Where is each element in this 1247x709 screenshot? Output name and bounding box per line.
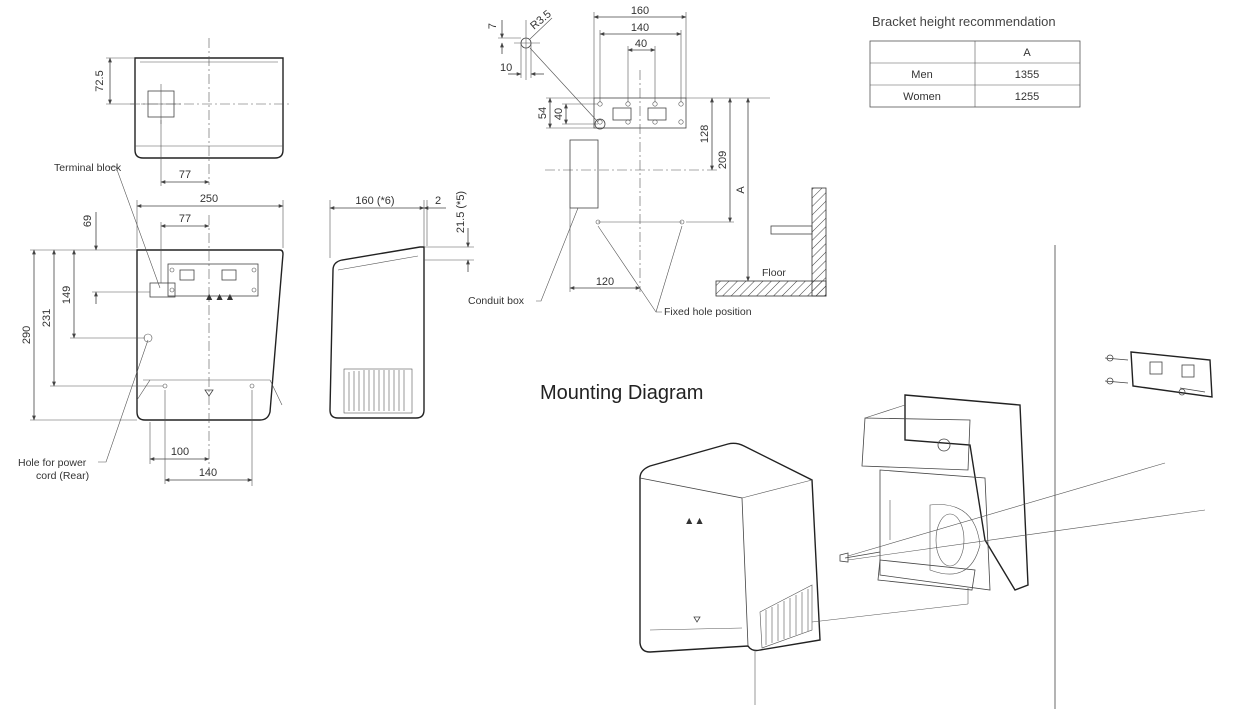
label-terminal-block: Terminal block	[54, 162, 122, 174]
unit-chassis	[861, 394, 1029, 591]
dim-side-160: 160 (*6)	[355, 195, 394, 207]
dim-bracket-140: 140	[631, 22, 649, 34]
label-conduit-box: Conduit box	[468, 295, 525, 307]
table-header-a: A	[1023, 47, 1031, 59]
dim-top-77: 77	[179, 169, 191, 181]
label-floor: Floor	[762, 267, 786, 279]
dim-bracket-40: 40	[635, 38, 647, 50]
front-view: ▲▲▲ 250 77 69 149 231 290 1	[18, 162, 284, 486]
dim-front-290: 290	[21, 326, 33, 344]
dim-side-2: 2	[435, 195, 441, 207]
bracket-view: Conduit box Fixed hole position 160 140 …	[468, 5, 827, 318]
label-hole-power-1: Hole for power	[18, 457, 87, 469]
table-row-men-value: 1355	[1015, 69, 1039, 81]
dim-front-77: 77	[179, 213, 191, 225]
dim-top-72-5: 72.5	[94, 70, 106, 91]
label-hole-power-2: cord (Rear)	[36, 470, 89, 482]
table-row-women-value: 1255	[1015, 91, 1039, 103]
dim-front-140: 140	[199, 467, 217, 479]
svg-text:▲▲: ▲▲	[684, 515, 705, 527]
label-fixed-hole: Fixed hole position	[664, 306, 752, 318]
dim-bracket-54: 54	[537, 107, 549, 119]
bracket-height-table: Bracket height recommendation A Men 1355…	[869, 14, 1081, 108]
dim-front-231: 231	[41, 309, 53, 327]
exploded-bracket	[1104, 351, 1213, 398]
unit-front-cover: ▲▲	[639, 442, 821, 653]
table-row-women-label: Women	[903, 91, 941, 103]
side-view: 160 (*6) 2 21.5 (*5)	[329, 191, 474, 419]
dim-front-100: 100	[171, 446, 189, 458]
dim-bracket-40v: 40	[553, 108, 565, 120]
svg-text:▲▲▲: ▲▲▲	[204, 291, 235, 303]
mounting-illustration: ▲▲	[639, 245, 1213, 709]
mounting-diagram-title: Mounting Diagram	[540, 382, 703, 404]
dim-bracket-128: 128	[699, 125, 711, 143]
dim-bracket-10: 10	[500, 62, 512, 74]
table-caption: Bracket height recommendation	[872, 14, 1056, 29]
top-view: 72.5 77	[94, 38, 290, 186]
dim-bracket-120: 120	[596, 276, 614, 288]
table-row-men-label: Men	[911, 69, 932, 81]
dim-front-149: 149	[61, 286, 73, 304]
dim-bracket-209: 209	[717, 151, 729, 169]
dim-bracket-160: 160	[631, 5, 649, 17]
dim-front-250: 250	[200, 193, 218, 205]
dim-front-69: 69	[82, 215, 94, 227]
dim-bracket-7: 7	[487, 23, 499, 29]
dim-side-21-5: 21.5 (*5)	[455, 191, 467, 233]
dim-bracket-A: A	[735, 186, 747, 194]
